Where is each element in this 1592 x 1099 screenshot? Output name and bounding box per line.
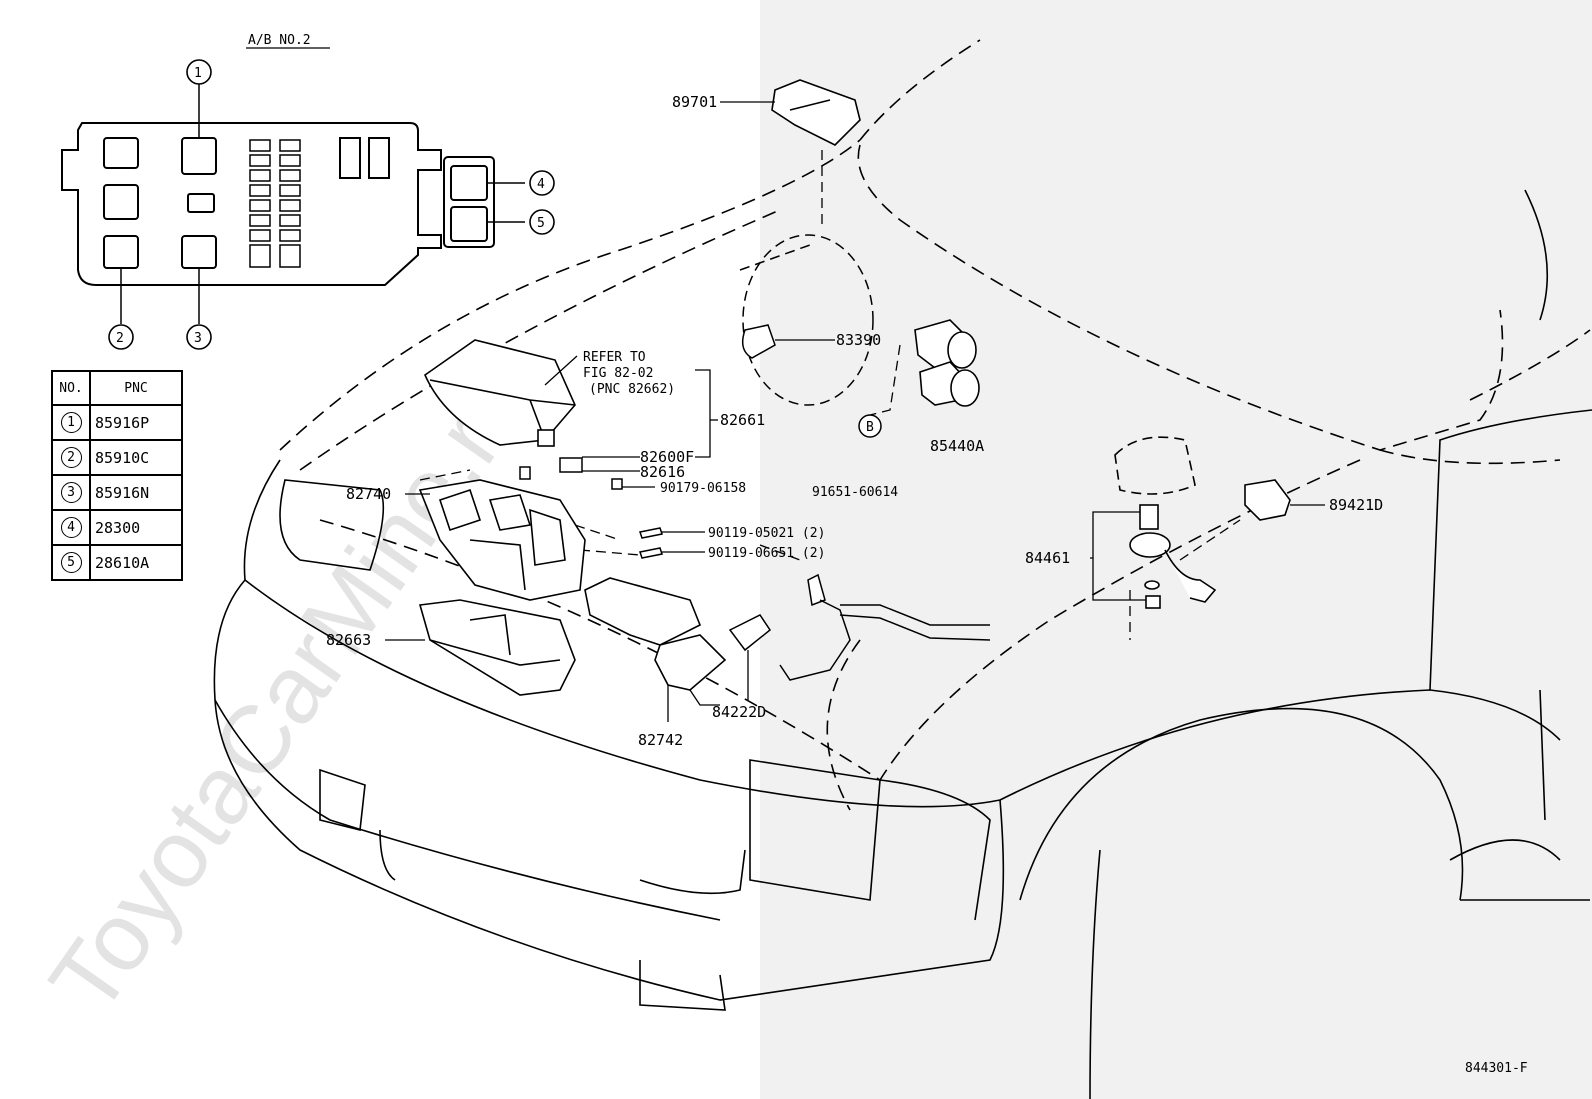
sensor-89421d [1244,479,1291,521]
label-89701: 89701 [672,93,717,111]
label-91651: 91651-60614 [812,485,898,500]
header-no: NO. [51,370,91,406]
label-84222d: 84222D [712,703,766,721]
bracket-82742 [584,577,727,691]
label-82740: 82740 [346,485,391,503]
relay-block-cover [424,339,576,447]
label-82600f: 82600F [640,448,694,466]
label-refer-3: (PNC 82662) [589,382,675,397]
label-ref-b: B [866,420,874,435]
label-90119-a: 90119-05021 (2) [708,526,825,541]
label-90179: 90179-06158 [660,481,746,496]
vehicle-solid [213,189,1592,1099]
label-refer-1: REFER TO [583,350,646,365]
callout-1: 1 [194,66,202,81]
row-pnc: 85910C [89,439,183,476]
row-number: 1 [60,412,82,433]
label-82663: 82663 [326,631,371,649]
block-title: A/B NO.2 [248,33,311,48]
label-89421d: 89421D [1329,496,1383,514]
label-82742: 82742 [638,731,683,749]
row-number: 3 [60,482,82,503]
label-82616: 82616 [640,463,685,481]
row-number: 5 [60,552,82,573]
callout-5: 5 [537,216,545,231]
row-number: 2 [60,447,82,468]
label-90119-b: 90119-06651 (2) [708,546,825,561]
callout-circles [108,59,555,350]
horn-84461 [1114,436,1217,609]
label-82661: 82661 [720,411,765,429]
small-parts [519,457,663,559]
table-row: 2 85910C [51,439,183,476]
figure-code: 844301-F [1465,1061,1528,1076]
junction-block [418,479,586,601]
callout-3: 3 [194,331,202,346]
row-pnc: 85916P [89,404,183,441]
bulb-83390 [741,324,776,359]
lower-case [418,599,576,696]
callout-2: 2 [116,331,124,346]
ab-no2-block [61,84,525,324]
label-83390: 83390 [836,331,881,349]
label-refer-2: FIG 82-02 [583,366,653,381]
callout-4: 4 [537,177,545,192]
row-number: 4 [60,517,82,538]
ref-b-circle [858,414,882,438]
header-pnc: PNC [89,370,183,406]
table-row: 4 28300 [51,509,183,546]
vehicle-outline [279,39,1591,811]
label-84461: 84461 [1025,549,1070,567]
table-header-row: NO. PNC [51,370,183,406]
leaders [385,101,1325,722]
headlamp-cover [739,234,874,406]
row-pnc: 28300 [89,509,183,546]
valve-85440a [914,319,980,407]
pnc-table: NO. PNC 1 85916P 2 85910C 3 85916N 4 283… [51,370,183,581]
bay-dashes [419,150,1241,640]
sensor-89701 [771,79,861,146]
sensor-84222d [728,573,826,652]
row-pnc: 85916N [89,474,183,511]
table-row: 5 28610A [51,544,183,581]
table-row: 3 85916N [51,474,183,511]
row-pnc: 28610A [89,544,183,581]
label-85440a: 85440A [930,437,984,455]
table-row: 1 85916P [51,404,183,441]
harness [779,599,991,681]
